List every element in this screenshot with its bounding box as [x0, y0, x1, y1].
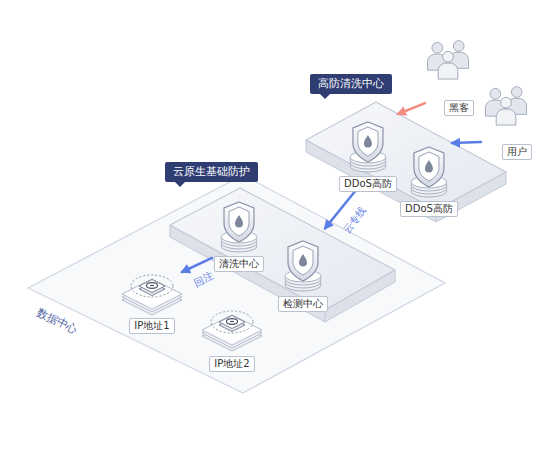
shield-node: DDoS高防 [338, 118, 398, 188]
chip-node: IP地址1 [112, 262, 192, 330]
region-plane [28, 175, 445, 393]
edge-label-wrap: 回注 [190, 265, 216, 291]
pill-wrap: IP地址1 [129, 314, 174, 334]
shield-icon [221, 202, 257, 252]
edge-label: 回注 [192, 270, 215, 289]
shield-icon [350, 122, 386, 172]
node-label: 用户 [502, 144, 532, 160]
pill-wrap: 黑客 [444, 96, 474, 116]
pill-wrap: 用户 [502, 140, 532, 160]
pill-wrap: IP地址2 [209, 352, 254, 372]
platform-node: DDoS高防DDoS高防 高防清洗中心 [300, 68, 510, 228]
shield-icon [411, 147, 447, 197]
people-node: 黑客 [420, 38, 476, 112]
rot-wrap: 数据中心 [34, 301, 82, 337]
head-wrap: 云原生基础防护 [165, 160, 258, 182]
node-label: 黑客 [444, 100, 474, 116]
pill-wrap: 检测中心 [278, 292, 328, 312]
node-label: DDoS高防 [400, 201, 458, 217]
shield-icon [285, 241, 321, 291]
shield-node: 清洗中心 [212, 198, 266, 268]
people-icon [485, 87, 526, 125]
node-label: IP地址2 [209, 356, 254, 372]
platform-top [306, 102, 506, 210]
connector-arrow [398, 103, 425, 114]
node-label: DDoS高防 [339, 176, 397, 192]
head-wrap: 高防清洗中心 [310, 72, 392, 94]
shield-node: DDoS高防 [399, 143, 459, 213]
connector-arrow [452, 142, 481, 143]
pill-wrap: DDoS高防 [400, 197, 458, 217]
node-label: IP地址1 [129, 318, 174, 334]
node-label: 清洗中心 [214, 256, 264, 272]
pill-wrap: DDoS高防 [339, 172, 397, 192]
ip-chip-icon [122, 275, 182, 315]
group-heading: 云原生基础防护 [165, 162, 258, 182]
edge-label-wrap: 云专线 [336, 201, 370, 236]
node-label: 检测中心 [278, 296, 328, 312]
region-label: 数据中心 [35, 305, 80, 336]
people-node: 用户 [478, 84, 534, 156]
platform-top [170, 188, 395, 310]
ip-chip-icon [202, 311, 262, 351]
chip-node: IP地址2 [192, 298, 272, 368]
shield-node: 检测中心 [276, 236, 330, 308]
group-heading: 高防清洗中心 [310, 74, 392, 94]
pill-wrap: 清洗中心 [214, 252, 264, 272]
people-icon [427, 41, 468, 79]
edge-label: 云专线 [340, 205, 368, 236]
